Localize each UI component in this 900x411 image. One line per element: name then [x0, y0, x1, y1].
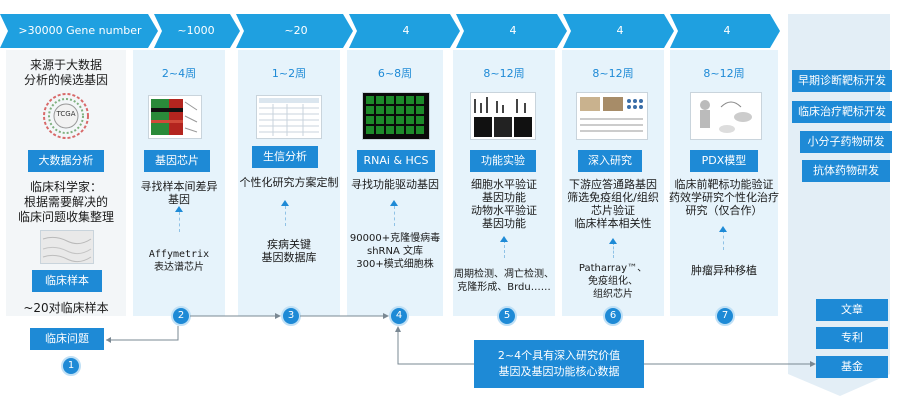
pathway-study-image — [576, 92, 648, 140]
tag-gene-chip: 基因芯片 — [144, 150, 210, 172]
step-number-5: 5 — [497, 306, 517, 326]
banner-number-3: 4 — [402, 24, 410, 37]
tag-bioinformatics: 生信分析 — [252, 146, 318, 168]
banner-number-2: ~20 — [284, 24, 308, 37]
step-number-6: 6 — [603, 306, 623, 326]
stage3-description: 寻找功能驱动基因 — [351, 178, 439, 191]
banner-number-1: ~1000 — [177, 24, 215, 37]
stage3-note: 90000+克隆慢病毒 shRNA 文库 300+模式细胞株 — [349, 233, 441, 270]
banner-number-0: >30000 Gene number — [18, 24, 142, 37]
outcome-articles: 文章 — [816, 299, 888, 321]
stage2-description: 个性化研究方案定制 — [239, 176, 339, 189]
outcome-funding: 基金 — [816, 356, 888, 378]
pdx-model-image — [690, 92, 762, 140]
stage3-period: 6~8周 — [377, 67, 413, 80]
banner-number-4: 4 — [509, 24, 517, 37]
stage0-sample-count: ~20对临床样本 — [23, 301, 109, 315]
outcome-early-diagnosis-target: 早期诊断靶标开发 — [792, 70, 892, 92]
step-number-1: 1 — [61, 356, 81, 376]
tag-clinical-sample: 临床样本 — [32, 270, 102, 292]
stage-panel-2 — [238, 50, 340, 316]
tcga-image — [40, 92, 92, 140]
stage4-note: 周期检测、凋亡检测、 克隆形成、Brdu…… — [454, 269, 554, 293]
outcome-small-molecule-drug: 小分子药物研发 — [800, 131, 892, 153]
banner-number-5: 4 — [616, 24, 624, 37]
tag-clinical-question: 临床问题 — [30, 328, 104, 350]
bioinformatics-table-image — [256, 95, 322, 139]
step-number-7: 7 — [715, 306, 735, 326]
stage4-connector — [504, 240, 506, 258]
stage2-period: 1~2周 — [271, 67, 307, 80]
tag-rnai-hcs: RNAi & HCS — [357, 150, 435, 172]
tag-in-depth-study: 深入研究 — [578, 150, 642, 172]
stage4-arrow-icon — [500, 236, 508, 242]
stage4-period: 8~12周 — [483, 67, 525, 80]
stage1-connector — [179, 212, 181, 232]
stage0-description: 临床科学家： 根据需要解决的 临床问题收集整理 — [17, 180, 114, 224]
outcome-patents: 专利 — [816, 327, 888, 349]
clinical-sample-image — [40, 230, 94, 264]
outcome-clinical-therapy-target: 临床治疗靶标开发 — [792, 101, 892, 123]
stage3-connector — [394, 206, 396, 226]
tag-functional-experiment: 功能实验 — [470, 150, 536, 172]
tcga-label: TCGA — [56, 110, 76, 118]
stage6-connector — [723, 230, 725, 250]
stage5-connector — [613, 242, 615, 258]
stage4-description: 细胞水平验证 基因功能 动物水平验证 基因功能 — [471, 178, 537, 230]
stage1-arrow-icon — [175, 206, 183, 212]
stage6-period: 8~12周 — [703, 67, 745, 80]
functional-assay-image — [470, 92, 536, 140]
outcome-antibody-drug: 抗体药物研发 — [802, 160, 890, 182]
stage1-period: 2~4周 — [161, 67, 197, 80]
stage6-note: 肿瘤异种移植 — [691, 264, 757, 277]
stage2-note: 疾病关键 基因数据库 — [261, 238, 317, 264]
stage1-note: Affymetrix 表达谱芯片 — [148, 249, 210, 273]
stage1-description: 寻找样本间差异 基因 — [140, 180, 218, 206]
summary-box: 2~4个具有深入研究价值 基因及基因功能核心数据 — [474, 340, 644, 388]
stage5-period: 8~12周 — [592, 67, 634, 80]
stage-panel-1 — [133, 50, 225, 316]
tag-big-data-analysis: 大数据分析 — [28, 150, 104, 172]
stage2-connector — [285, 206, 287, 226]
stage0-heading: 来源于大数据 分析的候选基因 — [23, 58, 108, 87]
stage2-arrow-icon — [281, 200, 289, 206]
hcs-image — [362, 92, 430, 140]
stage6-description: 临床前靶标功能验证 药效学研究个性化治疗 研究（仅合作） — [669, 178, 779, 217]
stage5-arrow-icon — [609, 238, 617, 244]
stage6-arrow-icon — [719, 226, 727, 232]
stage5-note: Patharray™、 免疫组化、 组织芯片 — [578, 263, 648, 300]
gene-chip-heatmap-image — [148, 95, 202, 139]
step-number-4: 4 — [389, 306, 409, 326]
banner-number-6: 4 — [723, 24, 731, 37]
stage3-arrow-icon — [390, 200, 398, 206]
stage5-description: 下游应答通路基因 筛选免疫组化/组织 芯片验证 临床样本相关性 — [567, 178, 659, 230]
tag-pdx-model: PDX模型 — [690, 150, 758, 172]
banner-arrows — [0, 14, 780, 48]
